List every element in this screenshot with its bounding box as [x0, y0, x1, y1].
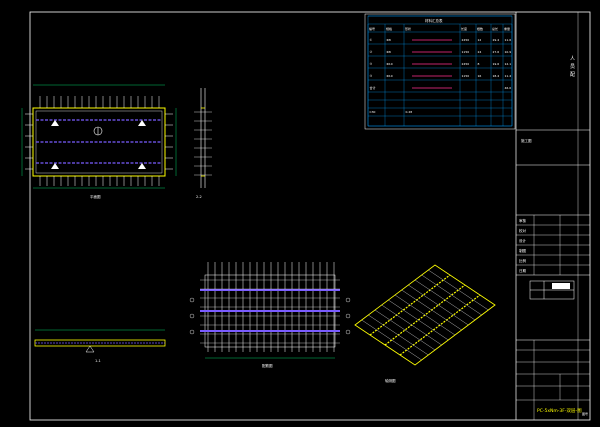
table-header-cell: 长度	[461, 26, 467, 31]
tb-row-label: 制图	[519, 248, 527, 253]
svg-text:2-2: 2-2	[196, 195, 202, 199]
table-cell: 8	[478, 62, 480, 66]
svg-text:配: 配	[570, 72, 575, 78]
table-cell: Φ10	[387, 62, 393, 66]
table-cell: 12	[478, 38, 482, 42]
tb-note: 施工图	[521, 138, 532, 143]
table-cell: 2450	[462, 62, 470, 66]
svg-text:平面图: 平面图	[90, 194, 101, 199]
table-cell: 11.4	[505, 74, 512, 78]
rebar-plan: 配筋图	[189, 262, 351, 368]
table-header-cell: 总长	[492, 26, 498, 31]
side-section: 2-2	[194, 88, 212, 199]
table-cell: 16	[478, 74, 482, 78]
table-header-cell: 形状	[405, 26, 411, 31]
table-header-cell: 根数	[477, 26, 483, 31]
table-cell: 合计	[370, 85, 376, 90]
svg-text:1-1: 1-1	[95, 359, 101, 363]
title-block: 人 员 配 施工图 PC-5xNm-3F-双层-图 图号 审核校对设计制图比例日…	[516, 56, 590, 420]
table-subheader: 材料汇总表	[425, 18, 443, 23]
table-cell: 12.1	[505, 62, 512, 66]
table-footer-cell: 0.28	[406, 110, 413, 114]
table-cell: 2450	[462, 38, 470, 42]
svg-text:人: 人	[570, 56, 575, 62]
drawing-title-cell: PC-5xNm-3F-双层-图	[537, 408, 582, 414]
table-cell: ①	[370, 38, 373, 42]
table-cell: ④	[370, 74, 373, 78]
drawing-border	[29, 11, 591, 421]
table-cell: Φ10	[387, 74, 393, 78]
plan-view: 平面图	[21, 84, 177, 199]
table-cell: 29.4	[493, 38, 500, 42]
page-number: 图号	[582, 411, 588, 416]
section-view: 1-1	[34, 329, 166, 363]
table-header-cell: 重量	[504, 26, 510, 31]
tb-row-label: 日期	[519, 268, 527, 273]
table-footer-cell: C30	[370, 110, 376, 114]
isometric-view: 轴测图	[354, 264, 496, 383]
table-header-cell: 编号	[369, 26, 375, 31]
tb-row-label: 审核	[519, 218, 527, 223]
table-cell: 46.0	[505, 86, 512, 90]
svg-text:轴测图: 轴测图	[385, 378, 396, 383]
table-cell: Φ8	[387, 50, 391, 54]
svg-text:员: 员	[570, 64, 575, 70]
table-cell: ③	[370, 62, 373, 66]
tb-row-label: 设计	[519, 238, 527, 243]
table-cell: 1150	[462, 74, 470, 78]
tb-row-label: 校对	[519, 228, 527, 233]
table-cell: 24	[478, 50, 482, 54]
table-header-cell: 规格	[386, 26, 392, 31]
table-cell: 27.6	[493, 50, 500, 54]
table-cell: 10.9	[505, 50, 512, 54]
table-cell: Φ8	[387, 38, 391, 42]
table-cell: 18.4	[493, 74, 500, 78]
table-cell: 19.6	[493, 62, 500, 66]
svg-text:配筋图: 配筋图	[262, 363, 273, 368]
table-cell: 11.6	[505, 38, 512, 42]
tb-row-label: 比例	[519, 258, 527, 263]
table-cell: ②	[370, 50, 373, 54]
table-cell: 1150	[462, 50, 470, 54]
